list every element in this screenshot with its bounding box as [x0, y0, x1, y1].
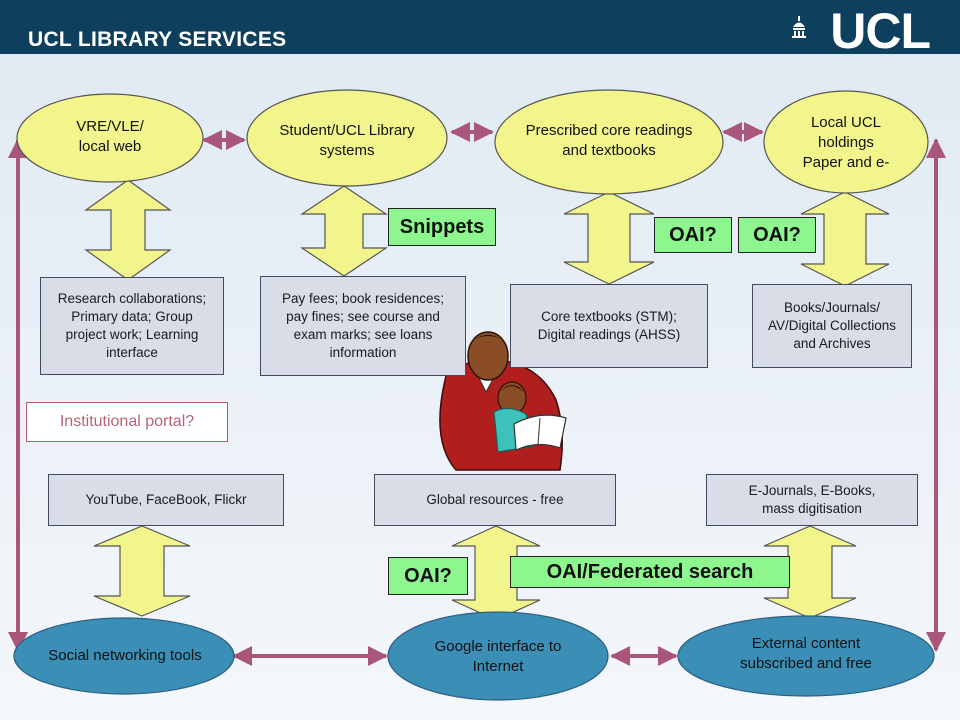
core-readings-node-shape: [494, 89, 724, 195]
diagram-canvas: [8, 89, 946, 701]
reading-parent-child-illustration: [439, 331, 567, 471]
local-holdings-line2: holdings: [818, 134, 874, 151]
social-node-shape: [13, 617, 235, 695]
research-line2: Primary data; Group: [71, 309, 193, 324]
global-resources-box: Global resources - free: [374, 474, 616, 526]
ejournals-box: E-Journals, E-Books, mass digitisation: [706, 474, 918, 526]
header-bar: UCL LIBRARY SERVICES UCL: [0, 0, 960, 59]
oai-core-tag: OAI?: [654, 217, 732, 253]
research-line4: interface: [106, 345, 158, 360]
fees-box: Pay fees; book residences; pay fines; se…: [260, 276, 466, 376]
google-node: Google interface to Internet: [398, 634, 598, 680]
local-holdings-node-shape: [763, 90, 929, 194]
google-node-line2: Internet: [472, 658, 524, 675]
core-textbooks-box: Core textbooks (STM); Digital readings (…: [510, 284, 708, 368]
fees-line3: exam marks; see loans: [293, 327, 433, 342]
vre-node: VRE/VLE/ local web: [30, 114, 190, 160]
research-box: Research collaborations; Primary data; G…: [40, 277, 224, 375]
student-systems-node-shape: [246, 89, 448, 187]
core-readings-line1: Prescribed core readings: [525, 122, 693, 139]
student-systems-line2: systems: [319, 142, 375, 159]
oai-google-tag: OAI?: [388, 557, 468, 595]
research-line1: Research collaborations;: [57, 291, 207, 306]
ejournals-line2: mass digitisation: [762, 501, 862, 516]
federated-search-tag: OAI/Federated search: [510, 556, 790, 588]
vre-research-double-arrow: [84, 179, 172, 281]
external-node-line1: External content: [751, 635, 861, 652]
local-holdings-line1: Local UCL: [810, 114, 882, 131]
core-readings-node: Prescribed core readings and textbooks: [498, 118, 720, 164]
external-node: External content subscribed and free: [692, 631, 920, 677]
oai-local-tag: OAI?: [738, 217, 816, 253]
ejournals-line1: E-Journals, E-Books,: [748, 483, 876, 498]
institutional-portal-box: Institutional portal?: [26, 402, 228, 442]
student-systems-node: Student/UCL Library systems: [252, 118, 442, 164]
local-holdings-node: Local UCL holdings Paper and e-: [770, 110, 922, 176]
vre-node-line2: local web: [78, 138, 142, 155]
google-node-line1: Google interface to: [434, 638, 562, 655]
youtube-social-double-arrow: [93, 525, 191, 617]
core-textbooks-line2: Digital readings (AHSS): [537, 327, 681, 342]
research-line3: project work; Learning: [65, 327, 199, 342]
local-holdings-line3: Paper and e-: [802, 154, 890, 171]
student-fees-double-arrow: [300, 185, 388, 277]
books-box: Books/Journals/ AV/Digital Collections a…: [752, 284, 912, 368]
page-title: UCL LIBRARY SERVICES: [28, 28, 287, 51]
social-sites-box: YouTube, FaceBook, Flickr: [48, 474, 284, 526]
core-readings-line2: and textbooks: [562, 142, 656, 159]
vre-node-line1: VRE/VLE/: [76, 118, 144, 135]
ucl-dome-icon: [792, 16, 806, 38]
snippets-tag: Snippets: [388, 208, 496, 246]
google-node-shape: [387, 611, 609, 701]
fees-line4: information: [329, 345, 397, 360]
ucl-logo: UCL: [830, 3, 931, 59]
core-textbooks-double-arrow: [563, 191, 655, 285]
external-node-shape: [677, 615, 935, 697]
books-line1: Books/Journals/: [783, 300, 881, 315]
external-node-line2: subscribed and free: [740, 655, 872, 672]
social-node: Social networking tools: [48, 647, 202, 664]
student-systems-line1: Student/UCL Library: [279, 122, 415, 139]
fees-line1: Pay fees; book residences;: [281, 291, 445, 306]
books-line2: AV/Digital Collections: [767, 318, 897, 333]
books-line3: and Archives: [793, 336, 871, 351]
vre-node-shape: [16, 93, 204, 183]
fees-line2: pay fines; see course and: [286, 309, 440, 324]
core-textbooks-line1: Core textbooks (STM);: [541, 309, 677, 324]
